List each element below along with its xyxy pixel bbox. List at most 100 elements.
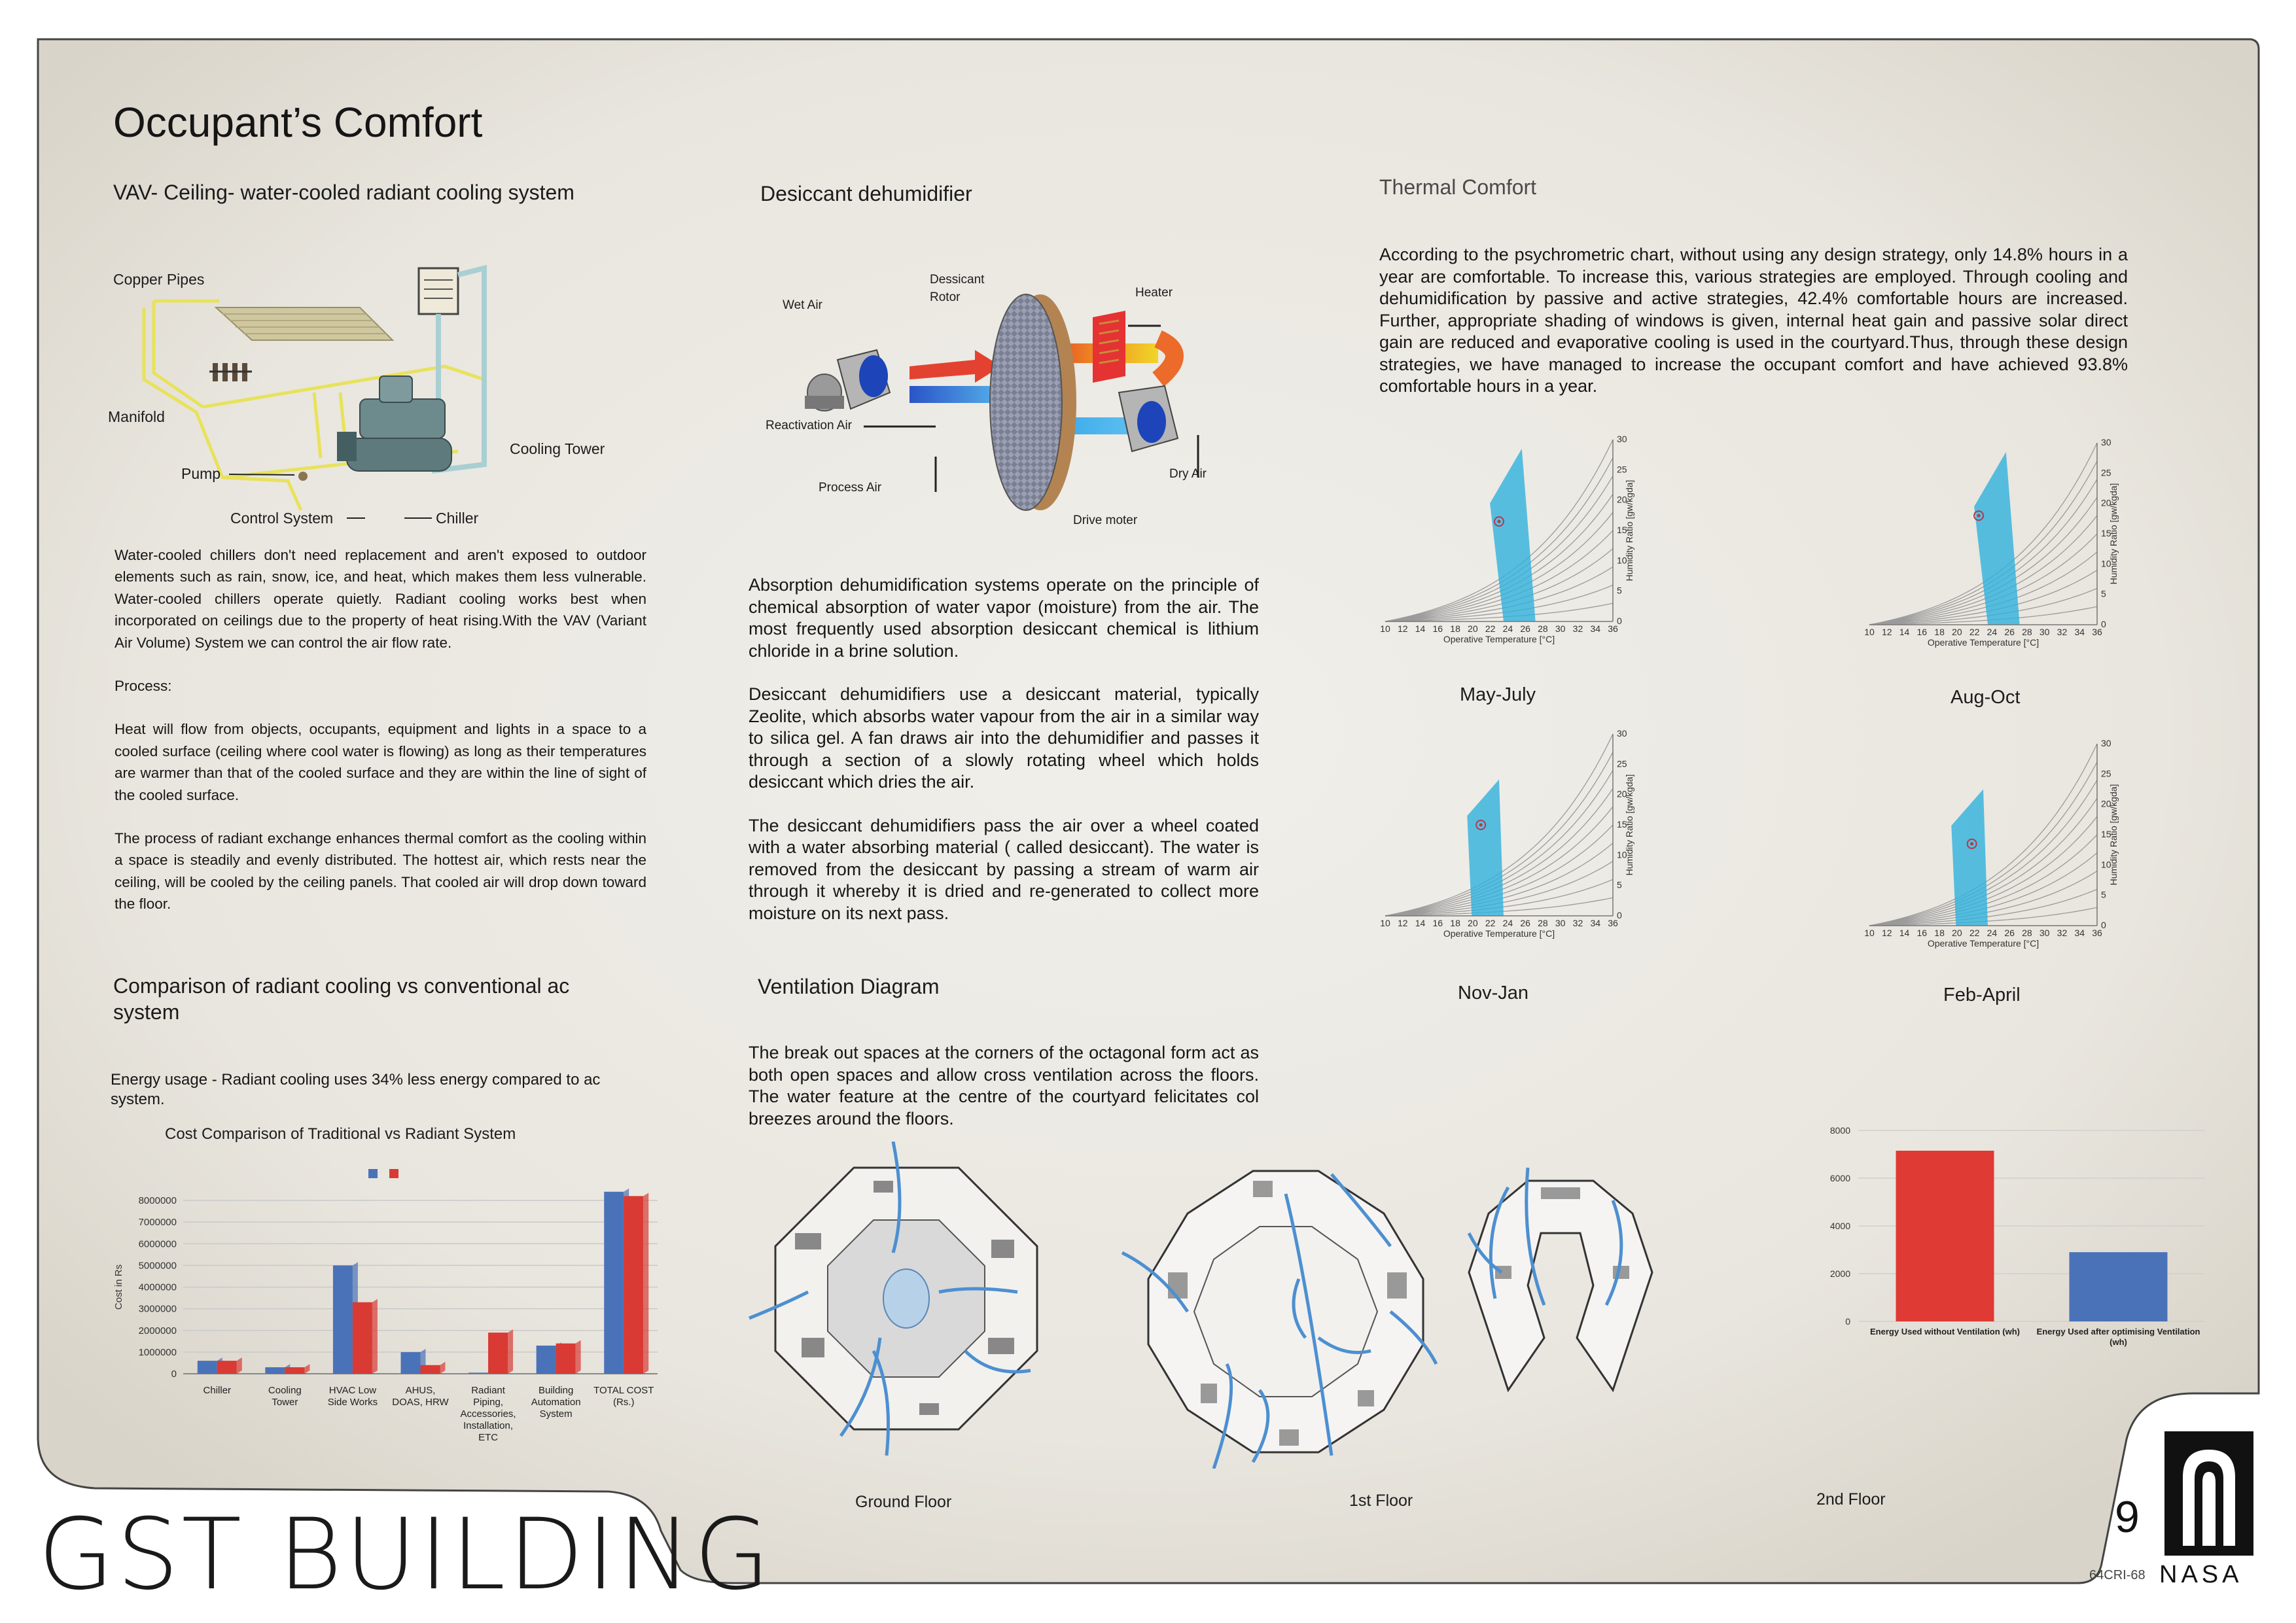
x-tick-label: 12 bbox=[1398, 623, 1408, 634]
desiccant-heading: Desiccant dehumidifier bbox=[760, 182, 972, 205]
x-tick-label: 14 bbox=[1899, 627, 1910, 637]
y-tick-label: 5 bbox=[2101, 589, 2106, 599]
floor-label-ground: Ground Floor bbox=[855, 1493, 952, 1511]
process-paragraph-1: Heat will flow from objects, occupants, … bbox=[115, 721, 646, 803]
drawing-code: 64CRI-68 bbox=[2089, 1568, 2146, 1582]
bar bbox=[197, 1361, 217, 1374]
season-aug-oct: Aug-Oct bbox=[1951, 687, 2021, 708]
y-tick-label: 20 bbox=[2101, 498, 2111, 508]
building-name: GST BUILDING bbox=[38, 1498, 773, 1612]
y-tick-label: 20 bbox=[2101, 799, 2111, 809]
x-tick-label: 34 bbox=[2074, 627, 2085, 637]
x-axis-label: Operative Temperature [°C] bbox=[1443, 634, 1555, 644]
bar bbox=[1896, 1151, 1994, 1321]
process-paragraph-2: The process of radiant exchange enhances… bbox=[115, 830, 646, 913]
x-tick-label: 32 bbox=[1573, 623, 1583, 634]
label-chiller: Chiller bbox=[436, 510, 479, 527]
x-tick-label: 30 bbox=[2040, 627, 2050, 637]
x-tick-label: 12 bbox=[1882, 627, 1892, 637]
y-tick-label: 0 bbox=[2101, 920, 2106, 930]
rh-curve bbox=[1385, 584, 1614, 622]
rh-curve bbox=[1385, 548, 1614, 622]
radiant-text: Water-cooled chillers don't need replace… bbox=[115, 544, 646, 915]
thermal-heading: Thermal Comfort bbox=[1379, 175, 1537, 199]
y-tick-label: 10 bbox=[1617, 849, 1627, 860]
x-tick-label: 22 bbox=[1969, 627, 1980, 637]
rh-curve bbox=[1385, 457, 1614, 622]
y-tick-label: 30 bbox=[1617, 728, 1627, 739]
page-number: 9 bbox=[2115, 1492, 2140, 1542]
y-tick-label: 30 bbox=[2101, 437, 2111, 447]
x-tick-label: 32 bbox=[2057, 928, 2068, 938]
bar-side bbox=[575, 1340, 581, 1374]
x-tick-label: 36 bbox=[1608, 623, 1618, 634]
bar bbox=[217, 1361, 237, 1374]
y-tick-label: 5 bbox=[1617, 585, 1622, 596]
x-tick-label: 10 bbox=[1864, 627, 1875, 637]
nasa-logo-icon bbox=[2164, 1431, 2253, 1556]
y-tick-label: 15 bbox=[2101, 829, 2111, 839]
x-category-label: Energy Used after optimising Ventilation… bbox=[2037, 1327, 2200, 1347]
y-tick-label: 15 bbox=[1617, 819, 1627, 829]
bar bbox=[285, 1367, 305, 1374]
x-category-label: AHUS,DOAS, HRW bbox=[392, 1385, 449, 1408]
label-copper-pipes: Copper Pipes bbox=[113, 271, 205, 288]
x-tick-label: 32 bbox=[1573, 918, 1583, 928]
y-tick-label: 30 bbox=[2101, 738, 2111, 748]
cost-comparison-chart: 0100000020000003000000400000050000006000… bbox=[113, 1169, 658, 1443]
y-tick-label: 2000 bbox=[1830, 1268, 1850, 1279]
bar bbox=[265, 1367, 285, 1374]
x-tick-label: 24 bbox=[1503, 623, 1513, 634]
x-tick-label: 12 bbox=[1882, 928, 1892, 938]
bar-side bbox=[440, 1361, 446, 1374]
rh-curve bbox=[1869, 551, 2098, 625]
comparison-heading: Comparison of radiant cooling vs convent… bbox=[113, 974, 570, 1024]
x-tick-label: 10 bbox=[1380, 623, 1390, 634]
rh-curve bbox=[1385, 512, 1614, 622]
y-tick-label: 5 bbox=[2101, 890, 2106, 900]
y-tick-label: 0 bbox=[1845, 1316, 1850, 1327]
bar bbox=[488, 1333, 508, 1374]
x-tick-label: 36 bbox=[2092, 627, 2102, 637]
x-tick-label: 16 bbox=[1917, 928, 1928, 938]
x-tick-label: 22 bbox=[1485, 623, 1496, 634]
label-pump: Pump bbox=[181, 465, 221, 482]
x-tick-label: 26 bbox=[1520, 918, 1530, 928]
bar-side bbox=[643, 1193, 649, 1374]
bar bbox=[604, 1191, 624, 1374]
rh-curve bbox=[1385, 567, 1614, 622]
comfort-zone bbox=[1490, 448, 1536, 621]
bar-side bbox=[508, 1329, 514, 1374]
x-tick-label: 32 bbox=[2057, 627, 2068, 637]
y-tick-label: 25 bbox=[2101, 467, 2111, 478]
y-tick-label: 0 bbox=[171, 1369, 177, 1380]
y-tick-label: 15 bbox=[2101, 528, 2111, 538]
x-tick-label: 20 bbox=[1468, 623, 1478, 634]
y-tick-label: 25 bbox=[1617, 464, 1627, 474]
x-tick-label: 22 bbox=[1485, 918, 1496, 928]
x-tick-label: 10 bbox=[1864, 928, 1875, 938]
bar bbox=[332, 1265, 353, 1374]
comfort-zone bbox=[1974, 451, 2020, 625]
desiccant-paragraph-2: Desiccant dehumidifiers use a desiccant … bbox=[749, 684, 1259, 792]
radiant-intro: Water-cooled chillers don't need replace… bbox=[115, 547, 646, 651]
thermal-text: According to the psychrometric chart, wi… bbox=[1379, 245, 2128, 396]
bar bbox=[420, 1365, 440, 1374]
x-tick-label: 30 bbox=[1555, 918, 1566, 928]
y-tick-label: 5 bbox=[1617, 880, 1622, 890]
season-nov-jan: Nov-Jan bbox=[1458, 983, 1528, 1003]
x-tick-label: 18 bbox=[1934, 928, 1945, 938]
energy-usage-text: Energy usage - Radiant cooling uses 34% … bbox=[111, 1071, 601, 1108]
y-axis-label: Humidity Ratio [gw/kgda] bbox=[2108, 784, 2119, 886]
y-axis-label: Humidity Ratio [gw/kgda] bbox=[2108, 483, 2119, 585]
x-tick-label: 24 bbox=[1503, 918, 1513, 928]
operating-point-center bbox=[1977, 514, 1981, 517]
rh-curve bbox=[1385, 494, 1614, 622]
y-tick-label: 6000 bbox=[1830, 1173, 1850, 1183]
x-tick-label: 18 bbox=[1450, 623, 1460, 634]
y-tick-label: 0 bbox=[1617, 616, 1622, 626]
